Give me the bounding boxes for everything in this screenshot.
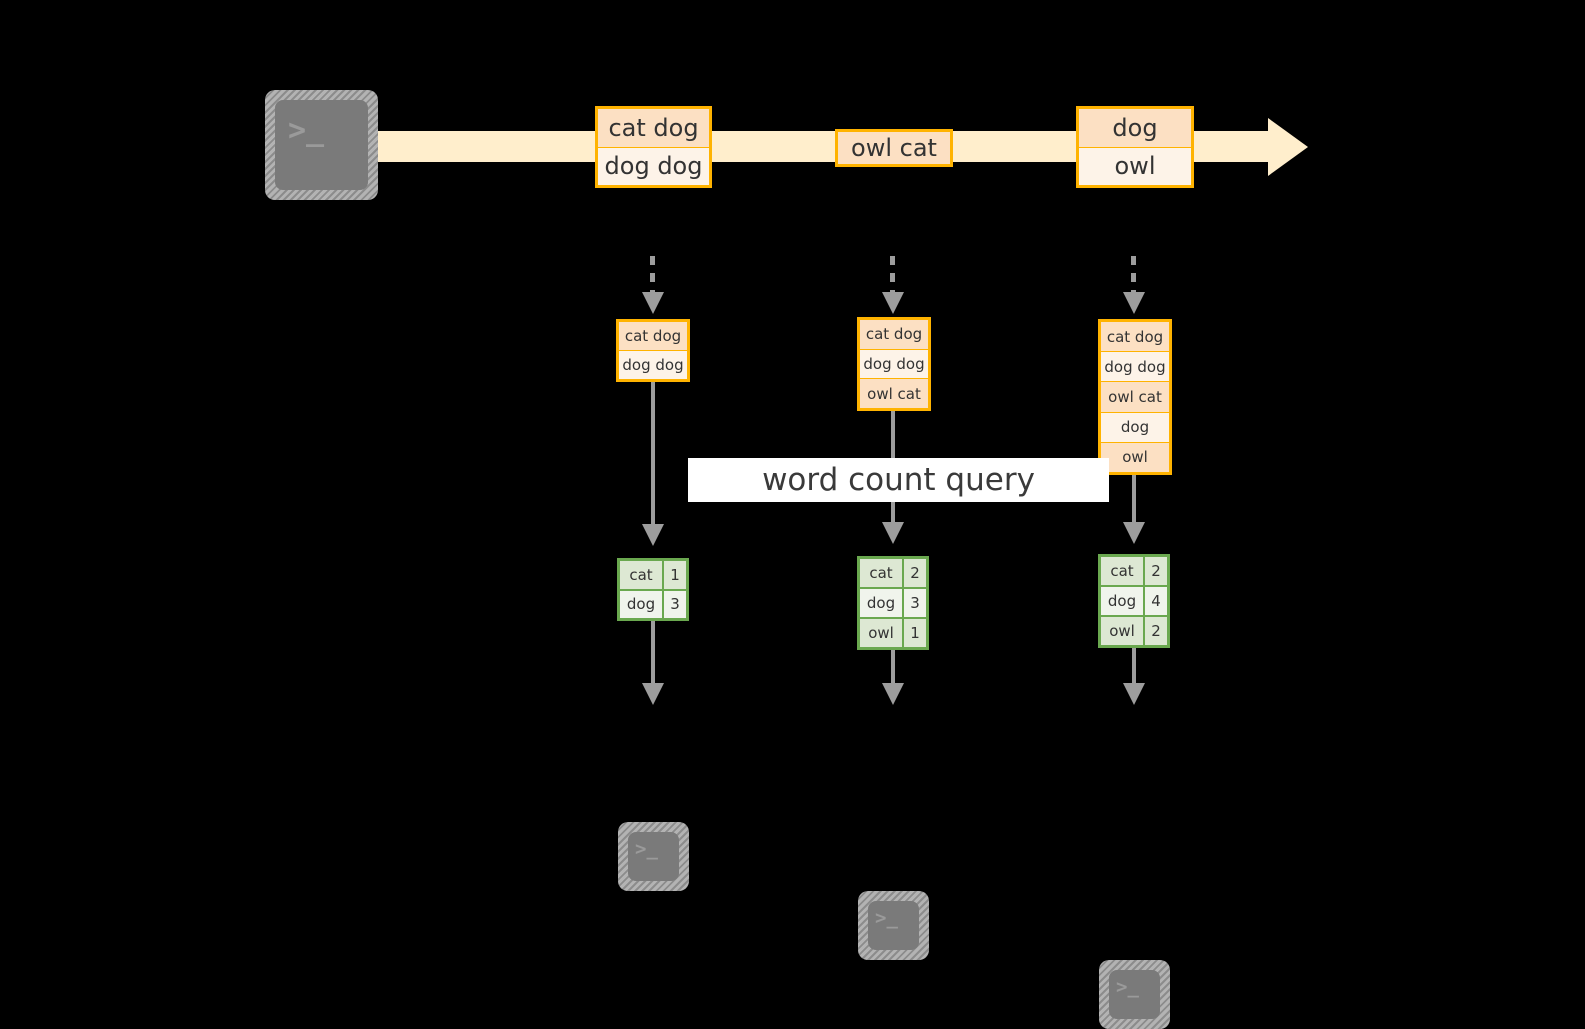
table-row: owl 2 — [1101, 617, 1167, 645]
snapshot-1-tap-arrowhead — [642, 292, 664, 314]
result-word: dog — [620, 590, 664, 618]
result-count: 4 — [1145, 587, 1167, 615]
snapshot-2-sink-terminal-prompt-glyph: >_ — [875, 907, 898, 929]
result-word: owl — [1101, 617, 1145, 645]
snapshot-1-query-arrowhead — [642, 524, 664, 546]
result-word: cat — [860, 559, 904, 587]
query-label-text: word count query — [762, 462, 1035, 498]
snapshot-3-input-line: dog — [1101, 412, 1169, 443]
snapshot-3-sink-terminal-icon[interactable]: >_ — [1099, 960, 1170, 1029]
result-count: 2 — [1145, 617, 1167, 645]
snapshot-1-input-line: cat dog — [619, 322, 687, 351]
snapshot-1-result-table[interactable]: cat 1 dog 3 — [617, 558, 689, 621]
snapshot-1-sink-terminal-icon[interactable]: >_ — [618, 822, 689, 891]
result-word: cat — [620, 561, 664, 589]
source-terminal-icon[interactable]: >_ — [265, 90, 378, 200]
result-word: dog — [1101, 587, 1145, 615]
snapshot-3-tap-line — [1131, 256, 1136, 294]
snapshot-3-tap-arrowhead — [1123, 292, 1145, 314]
snapshot-1-sink-terminal-screen: >_ — [628, 832, 679, 881]
stream-record-2[interactable]: owl cat — [835, 129, 953, 167]
snapshot-3-input-line: owl cat — [1101, 382, 1169, 413]
stream-record-3[interactable]: dog owl — [1076, 106, 1194, 188]
snapshot-2-tap-line — [890, 256, 895, 294]
snapshot-3-result-table[interactable]: cat 2 dog 4 owl 2 — [1098, 554, 1170, 648]
snapshot-3-query-arrowhead — [1123, 522, 1145, 544]
stream-record-line: dog — [1079, 109, 1191, 148]
snapshot-2-sink-line — [891, 650, 895, 687]
source-terminal-screen: >_ — [275, 100, 368, 190]
stream-record-line: dog dog — [598, 147, 709, 185]
result-count: 2 — [904, 559, 926, 587]
snapshot-3-input-box[interactable]: cat dog dog dog owl cat dog owl — [1098, 319, 1172, 475]
snapshot-1-sink-arrowhead — [642, 683, 664, 705]
table-row: dog 3 — [860, 589, 926, 619]
table-row: dog 3 — [620, 590, 686, 618]
snapshot-3-input-line: owl — [1101, 442, 1169, 473]
snapshot-2-sink-terminal-icon[interactable]: >_ — [858, 891, 929, 960]
result-count: 1 — [904, 619, 926, 647]
stream-record-line: cat dog — [598, 109, 709, 148]
result-word: owl — [860, 619, 904, 647]
table-row: cat 1 — [620, 561, 686, 591]
snapshot-3-sink-terminal-screen: >_ — [1109, 970, 1160, 1019]
stream-record-line: owl cat — [838, 132, 950, 164]
snapshot-3-input-line: cat dog — [1101, 322, 1169, 353]
stream-record-line: owl — [1079, 147, 1191, 185]
snapshot-2-result-table[interactable]: cat 2 dog 3 owl 1 — [857, 556, 929, 650]
result-count: 1 — [664, 561, 686, 589]
snapshot-2-input-box[interactable]: cat dog dog dog owl cat — [857, 317, 931, 411]
snapshot-1-sink-terminal-prompt-glyph: >_ — [635, 838, 658, 860]
snapshot-1-input-line: dog dog — [619, 351, 687, 379]
result-word: dog — [860, 589, 904, 617]
stream-arrowhead — [1268, 118, 1308, 176]
snapshot-1-query-line — [651, 382, 655, 528]
snapshot-3-input-line: dog dog — [1101, 352, 1169, 383]
table-row: dog 4 — [1101, 587, 1167, 617]
snapshot-1-sink-line — [651, 621, 655, 687]
result-count: 2 — [1145, 557, 1167, 585]
snapshot-3-sink-line — [1132, 648, 1136, 687]
snapshot-2-query-arrowhead — [882, 522, 904, 544]
result-count: 3 — [664, 590, 686, 618]
source-terminal-prompt-glyph: >_ — [288, 113, 325, 148]
snapshot-1-input-box[interactable]: cat dog dog dog — [616, 319, 690, 382]
result-word: cat — [1101, 557, 1145, 585]
result-count: 3 — [904, 589, 926, 617]
diagram-canvas: >_ cat dog dog dog owl cat dog owl cat d… — [265, 90, 1308, 1029]
snapshot-2-input-line: owl cat — [860, 379, 928, 409]
snapshot-3-sink-arrowhead — [1123, 683, 1145, 705]
table-row: owl 1 — [860, 619, 926, 647]
snapshot-2-sink-terminal-screen: >_ — [868, 901, 919, 950]
table-row: cat 2 — [1101, 557, 1167, 587]
query-label: word count query — [688, 458, 1109, 502]
snapshot-2-input-line: dog dog — [860, 349, 928, 380]
table-row: cat 2 — [860, 559, 926, 589]
snapshot-1-tap-line — [650, 256, 655, 294]
snapshot-3-query-line — [1132, 475, 1136, 528]
snapshot-2-input-line: cat dog — [860, 320, 928, 350]
snapshot-2-tap-arrowhead — [882, 292, 904, 314]
stream-record-1[interactable]: cat dog dog dog — [595, 106, 712, 188]
snapshot-2-sink-arrowhead — [882, 683, 904, 705]
